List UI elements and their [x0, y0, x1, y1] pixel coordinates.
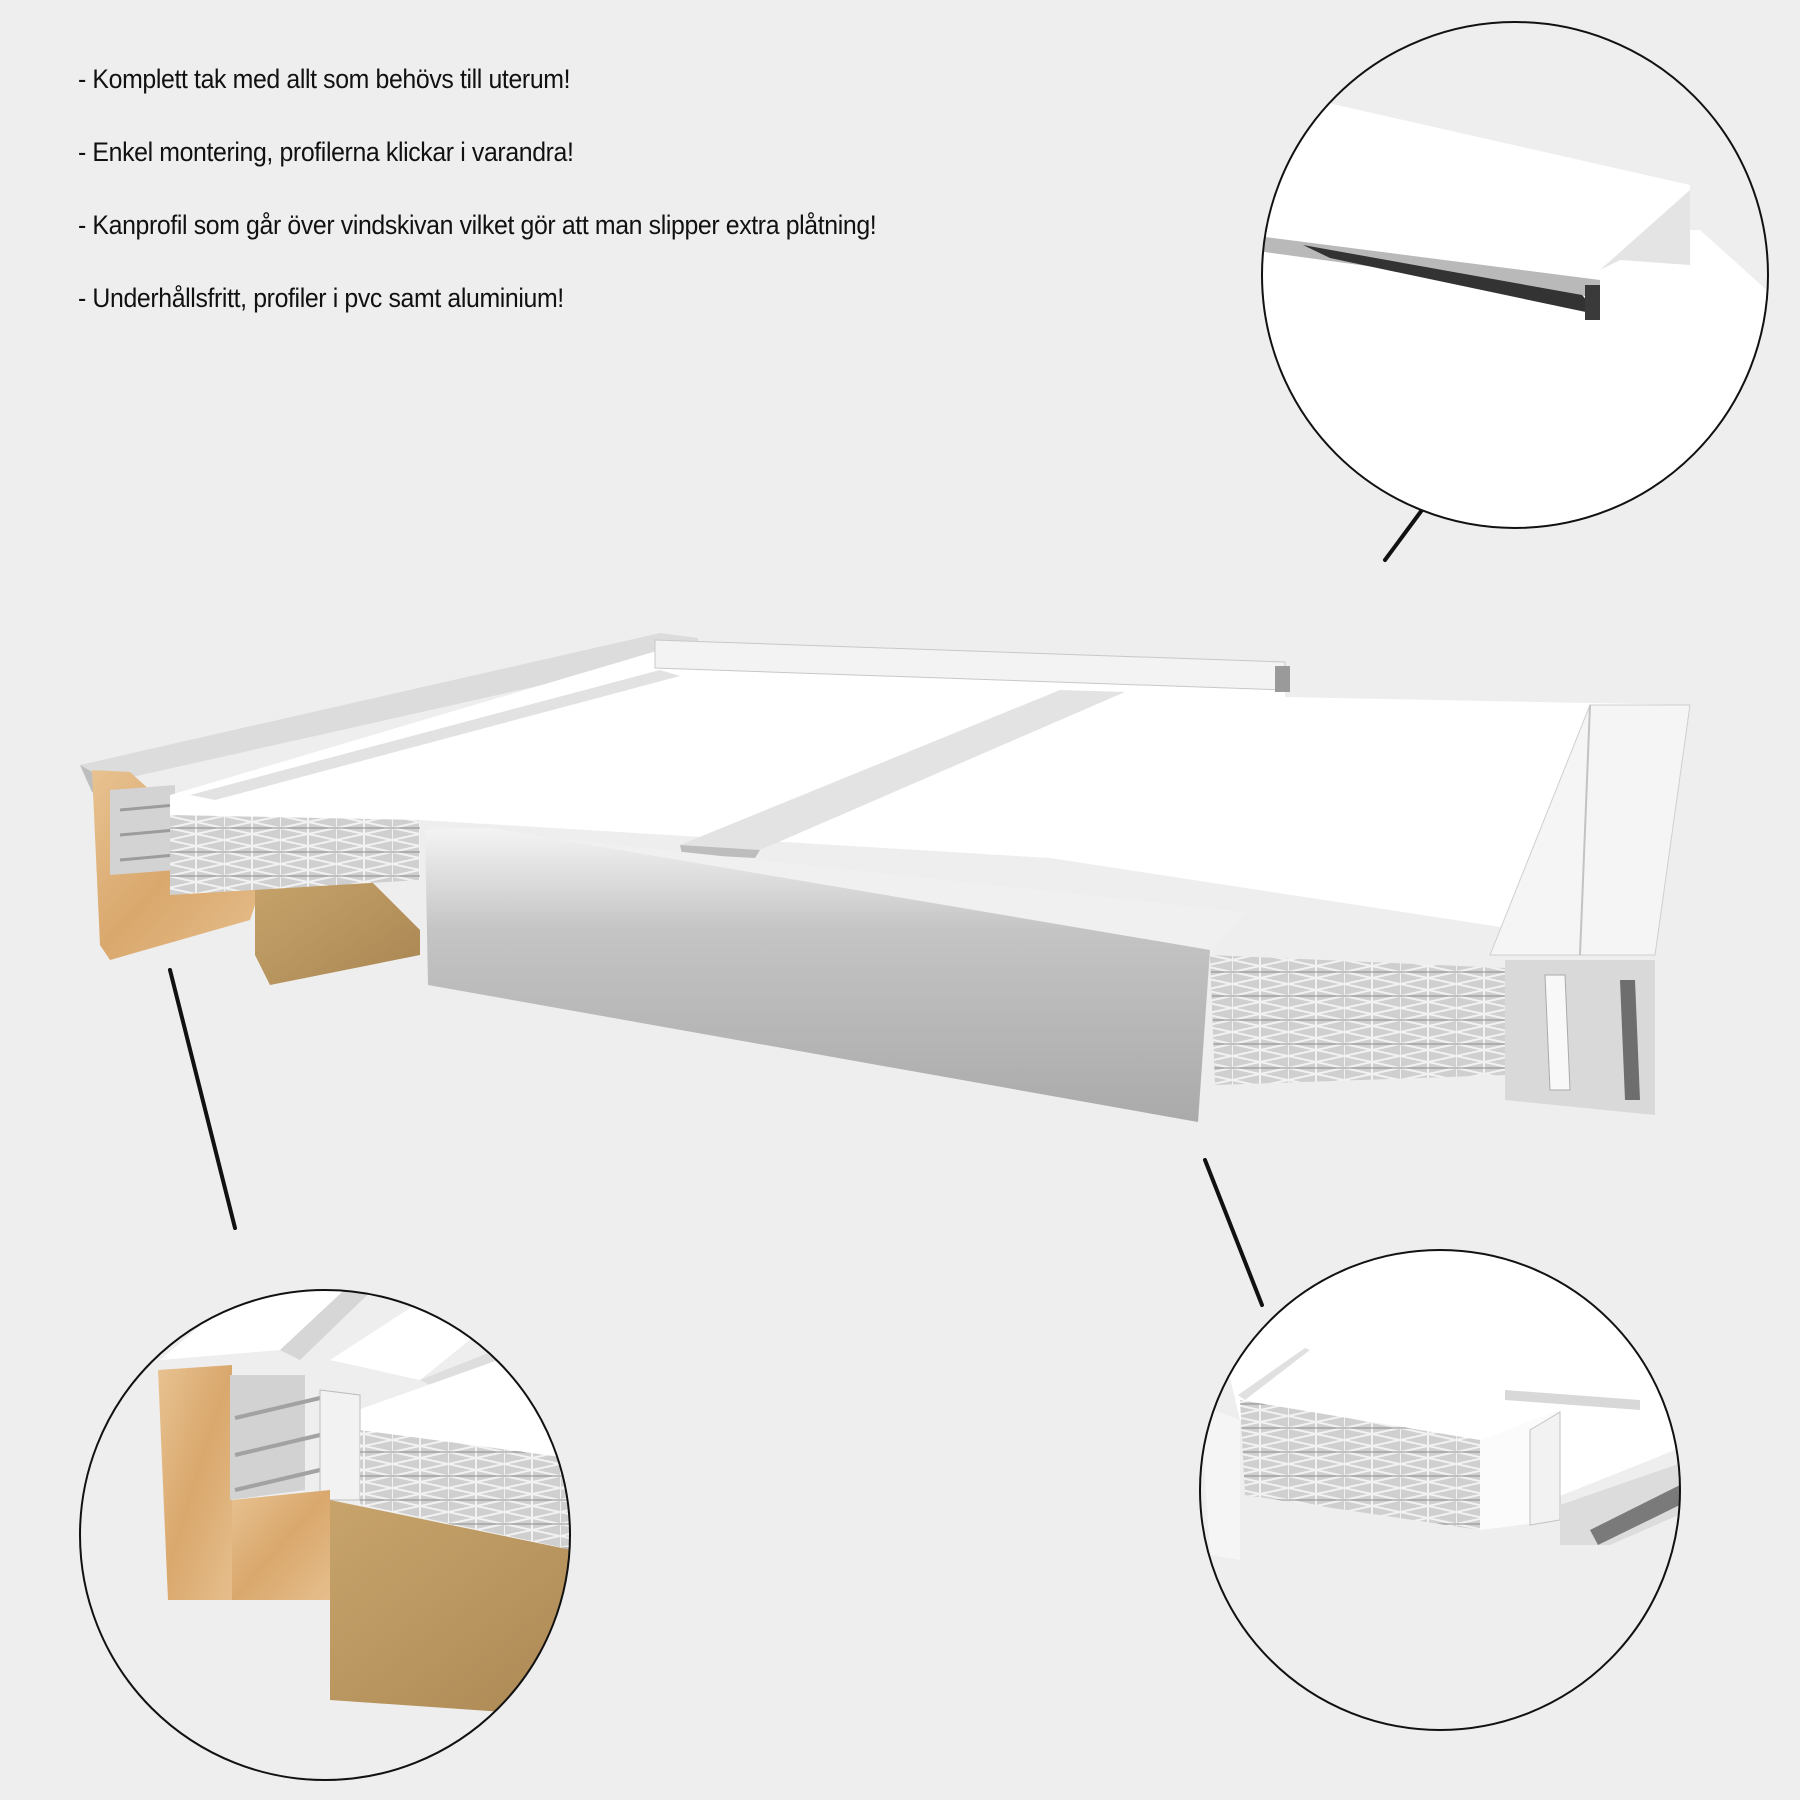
- feature-item: - Komplett tak med allt som behövs till …: [78, 64, 571, 94]
- feature-item: - Kanprofil som går över vindskivan vilk…: [78, 210, 877, 240]
- detail-bottom-left: [79, 1289, 571, 1781]
- feature-item: - Enkel montering, profilerna klickar i …: [78, 137, 574, 167]
- leader-lines: [168, 508, 1424, 1307]
- main-roof-render: [80, 633, 1691, 1122]
- feature-item: - Underhållsfritt, profiler i pvc samt a…: [78, 283, 564, 313]
- feature-list: - Komplett tak med allt som behövs till …: [78, 62, 946, 354]
- detail-top-right: [1261, 21, 1769, 529]
- detail-bottom-right: [1199, 1249, 1681, 1731]
